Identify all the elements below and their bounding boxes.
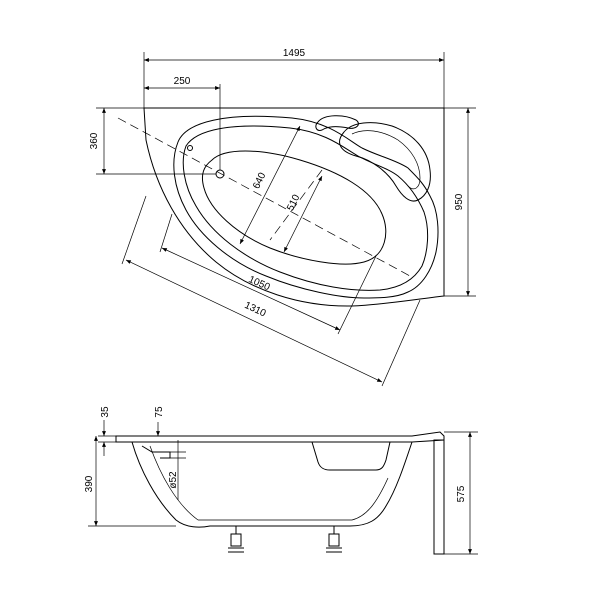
- side-rim: [115, 431, 445, 443]
- dim-label-drain-spacing: 75: [154, 406, 165, 418]
- side-inner-bottom: [149, 445, 389, 521]
- dim-label-drain-diameter: ø52: [168, 471, 179, 489]
- dim-label-overall-width: 1495: [283, 48, 306, 59]
- dim-label-bottom-width: 510: [285, 193, 302, 213]
- headrest: [339, 122, 431, 202]
- dim-line-outer-length: [125, 259, 383, 383]
- side-view: 35 75 ø52 390 575: [84, 406, 478, 555]
- drain-circle: [215, 169, 225, 179]
- bowl-inner-contour: [182, 125, 429, 291]
- side-drain-pipe: [141, 445, 171, 459]
- side-headrest: [311, 441, 391, 471]
- dim-label-outer-length: 1310: [243, 300, 268, 320]
- foot-left: [228, 526, 244, 553]
- dim-label-rim-thickness: 35: [100, 406, 111, 418]
- front-panel: [433, 439, 445, 555]
- dim-label-inner-width: 640: [251, 171, 268, 191]
- headrest-inner: [351, 130, 421, 190]
- dim-label-drain-offset: 250: [174, 76, 191, 87]
- handle: [315, 115, 359, 131]
- dim-label-bath-depth: 390: [84, 475, 95, 492]
- dim-line-inner-width: [239, 125, 301, 245]
- top-view: 1495 250 360 950 640 510 1050 1310: [89, 48, 476, 387]
- foot-right: [326, 526, 342, 553]
- overflow-circle: [187, 145, 193, 151]
- dim-label-total-height: 575: [456, 485, 467, 502]
- dim-label-overall-depth: 950: [454, 193, 465, 210]
- dim-line-bottom-width: [283, 175, 323, 253]
- dim-label-left-depth: 360: [89, 132, 100, 149]
- side-body: [131, 441, 413, 528]
